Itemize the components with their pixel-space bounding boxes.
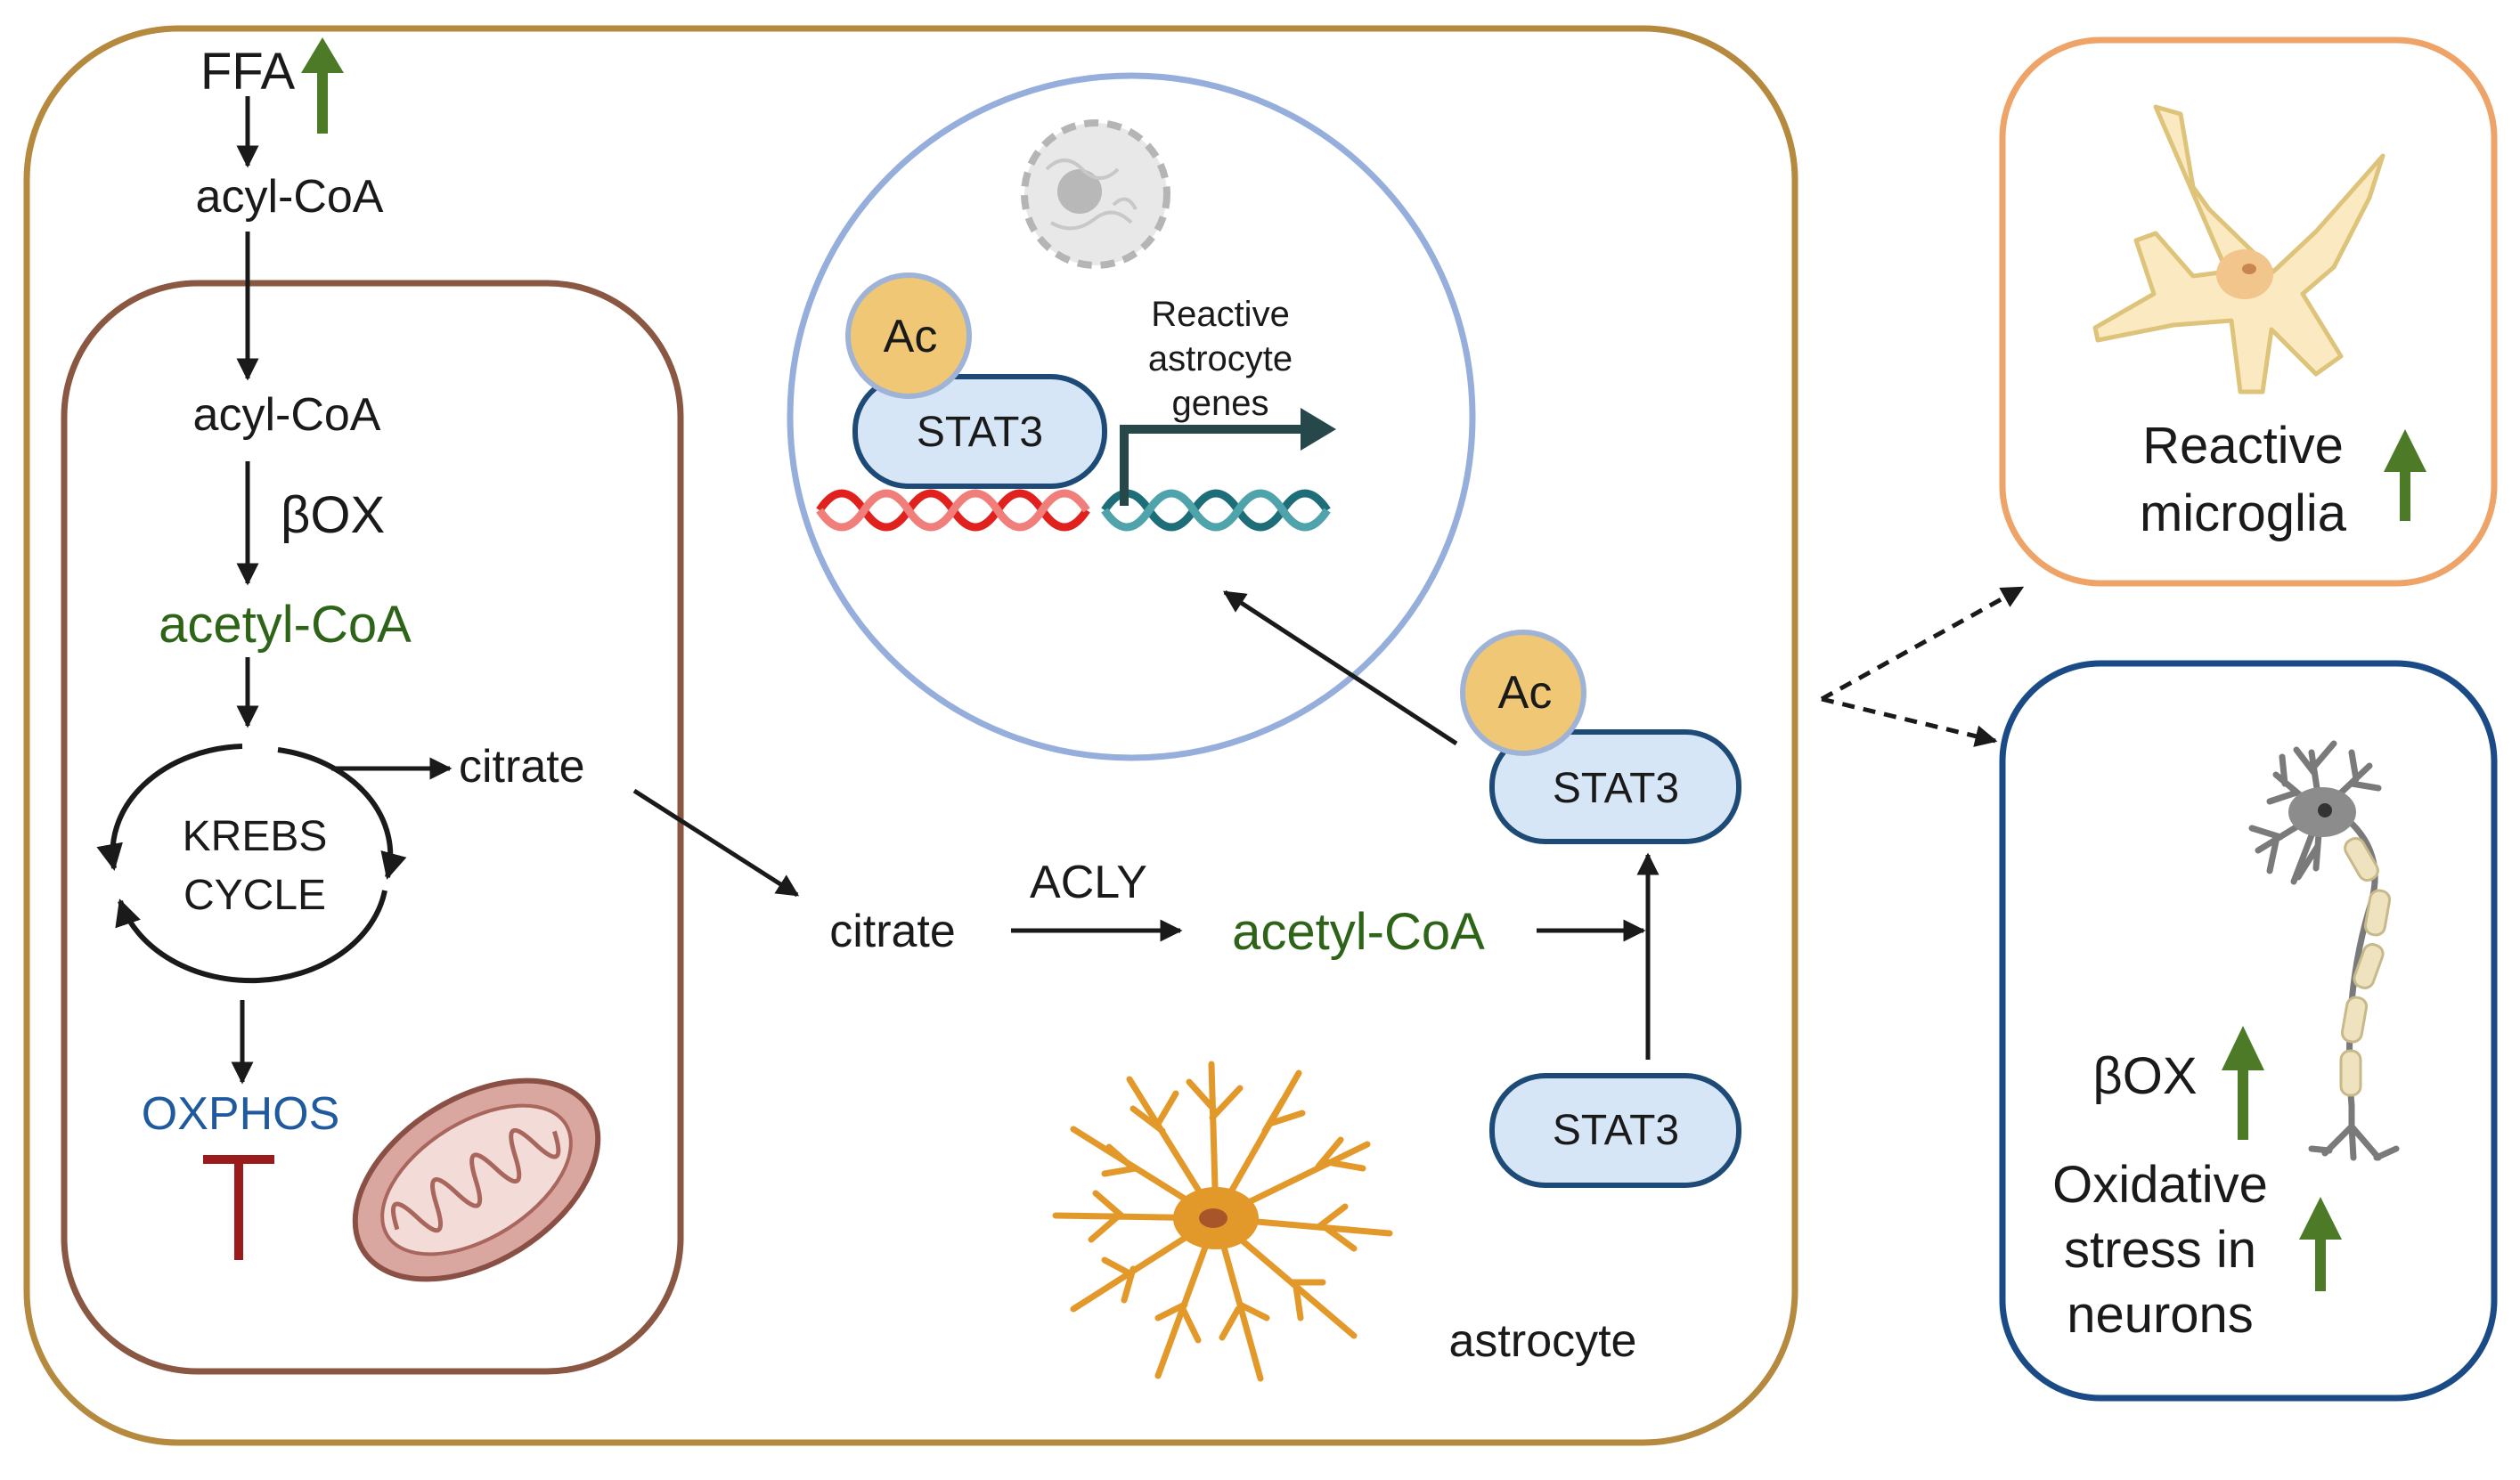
arrow-citrate-export <box>632 788 800 898</box>
neuron-panel-border <box>1999 660 2498 1402</box>
ac-badge-cytosol-label: Ac <box>1497 667 1553 719</box>
microglia-panel-border <box>1999 37 2498 587</box>
up-arrow-oxidative-stress <box>2299 1197 2342 1291</box>
dotted-arrow-to-microglia <box>1820 585 2025 702</box>
astrocyte-nucleus <box>1199 1208 1227 1228</box>
mitochondrion-compartment-border <box>61 280 684 1375</box>
nucleus-chromatin-icon <box>1021 119 1170 269</box>
oxidative-stress-line3: neurons <box>2067 1286 2254 1344</box>
nucleus-border <box>787 72 1476 761</box>
acetyl-coa-mito-label: acetyl-CoA <box>159 596 412 654</box>
transcription-arrow-head <box>1301 408 1336 451</box>
oxidative-stress-line2: stress in <box>2064 1221 2256 1279</box>
citrate-mito-label: citrate <box>459 741 585 793</box>
oxidative-stress-line1: Oxidative <box>2052 1156 2268 1214</box>
astrocyte-cell-border <box>23 25 1798 1446</box>
ffa-label: FFA <box>200 43 296 101</box>
acyl-coa-mito-label: acyl-CoA <box>192 389 381 441</box>
acyl-coa-cytosol-label: acyl-CoA <box>195 171 384 223</box>
citrate-cytosol-label: citrate <box>829 906 956 957</box>
beta-ox-label: βOX <box>281 486 386 544</box>
up-arrow-microglia <box>2384 429 2426 521</box>
oxphos-label: OXPHOS <box>141 1088 340 1140</box>
arrow-stat3-to-nucleus <box>1222 590 1458 746</box>
neuron-illustration <box>2248 740 2400 1161</box>
transcription-arrow <box>1120 425 1323 506</box>
microglia-illustration <box>2092 104 2385 394</box>
acetyl-coa-cytosol-label: acetyl-CoA <box>1232 903 1485 961</box>
astrocyte-label: astrocyte <box>1448 1315 1637 1367</box>
reactive-genes-line3: genes <box>1171 384 1269 423</box>
stat3-acetylated-pill <box>1489 729 1741 844</box>
ac-badge-nucleus <box>845 272 972 399</box>
dotted-arrow-to-neurons <box>1821 696 1998 747</box>
stat3-unmodified-pill <box>1489 1073 1741 1188</box>
reactive-genes-line2: astrocyte <box>1147 339 1293 378</box>
up-arrow-neuron-beta-ox <box>2222 1026 2264 1140</box>
neuron-beta-ox-label: βOX <box>2092 1047 2198 1105</box>
reactive-genes-line1: Reactive <box>1151 295 1290 334</box>
krebs-cycle-ring <box>96 744 407 984</box>
ac-badge-nucleus-label: Ac <box>883 311 938 362</box>
stat3-acetylated-label: STAT3 <box>1552 765 1680 812</box>
reactive-microglia-line1: Reactive <box>2142 417 2344 475</box>
krebs-label-line1: KREBS <box>182 813 328 860</box>
ac-badge-cytosol <box>1460 630 1586 756</box>
dna-strand-teal <box>1101 489 1331 532</box>
dna-strand-red <box>816 489 1090 532</box>
acly-label: ACLY <box>1030 857 1147 908</box>
stat3-nuclear-label: STAT3 <box>916 409 1044 456</box>
stat3-unmodified-label: STAT3 <box>1552 1107 1680 1154</box>
up-arrow-ffa <box>301 37 344 134</box>
krebs-label-line2: CYCLE <box>183 872 327 919</box>
stat3-nuclear-pill <box>852 374 1107 489</box>
reactive-microglia-line2: microglia <box>2139 484 2347 542</box>
mitochondrion-illustration <box>352 1077 601 1282</box>
